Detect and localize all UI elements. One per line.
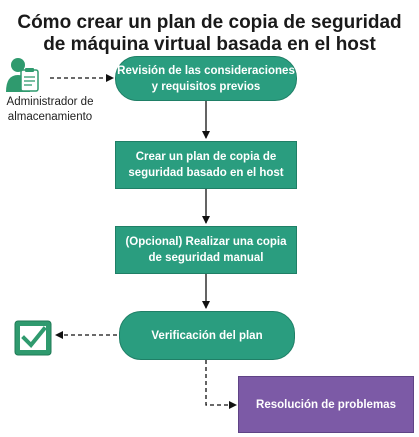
step-manual-line1: (Opcional) Realizar una copia — [125, 236, 287, 248]
step-create-line2: seguridad basado en el host — [128, 167, 284, 179]
verify-to-troubleshoot-arrow — [205, 360, 237, 409]
step-manual-backup[interactable]: (Opcional) Realizar una copia de segurid… — [115, 226, 297, 274]
step-review-line2: y requisitos previos — [151, 80, 261, 93]
actor-label-line2: almacenamiento — [7, 111, 93, 123]
diagram-title-line2: de máquina virtual basada en el host — [43, 34, 376, 55]
verified-check-icon — [14, 320, 52, 361]
step-troubleshooting[interactable]: Resolución de problemas — [238, 376, 414, 433]
step-review-line1: Revisión de las consideraciones — [117, 64, 295, 77]
actor-label: Administrador de almacenamiento — [0, 95, 100, 125]
step-manual-line2: de seguridad manual — [148, 252, 264, 264]
actor-label-line1: Administrador de — [6, 96, 94, 108]
step-troubleshooting-label: Resolución de problemas — [256, 398, 396, 411]
step-create-backup-plan[interactable]: Crear un plan de copia de seguridad basa… — [115, 141, 297, 189]
step-verify-plan[interactable]: Verificación del plan — [119, 311, 295, 360]
storage-admin-icon — [4, 56, 44, 99]
diagram-title-line1: Cómo crear un plan de copia de seguridad — [17, 12, 402, 33]
step-review-considerations[interactable]: Revisión de las consideraciones y requis… — [115, 56, 297, 101]
step-verify-label: Verificación del plan — [151, 329, 263, 342]
step-create-line1: Crear un plan de copia de — [135, 151, 277, 163]
